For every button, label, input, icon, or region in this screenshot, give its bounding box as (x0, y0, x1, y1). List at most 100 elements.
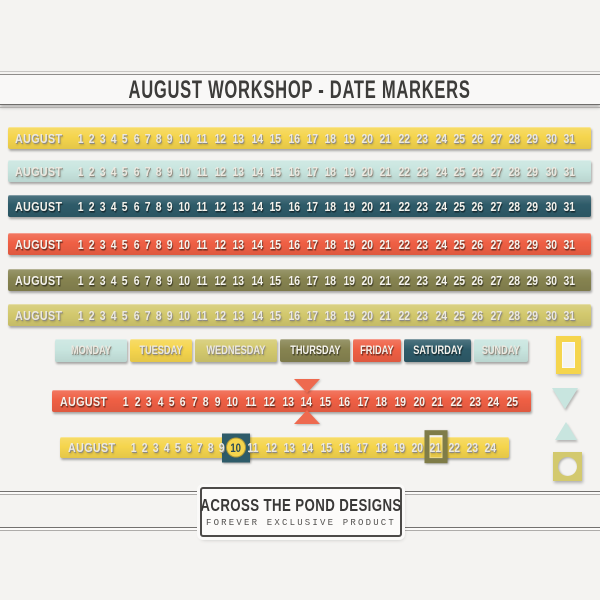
date-number: 4 (163, 440, 170, 455)
day-tag-tuesday: TUESDAY (130, 339, 192, 362)
date-number: 29 (526, 307, 539, 323)
brand-tagline: FOREVER EXCLUSIVE PRODUCT (205, 518, 397, 528)
date-number: 12 (262, 394, 276, 409)
date-number: 4 (110, 272, 117, 288)
date-number: 22 (447, 440, 461, 455)
date-number: 19 (392, 440, 406, 455)
date-number: 12 (214, 130, 227, 146)
date-number: 30 (545, 307, 557, 323)
date-number: 25 (453, 307, 465, 323)
date-number: 15 (318, 394, 332, 409)
day-tag-label: SATURDAY (412, 344, 463, 357)
date-number-text: 20 (411, 440, 424, 455)
date-number: 15 (269, 163, 282, 179)
date-number: 13 (281, 394, 295, 409)
date-number-text: 5 (168, 393, 175, 409)
date-number: 20 (361, 272, 374, 288)
bowtie-marker-top-icon (293, 378, 320, 393)
triangle-down-shape-icon (552, 388, 578, 409)
date-number: 3 (145, 394, 152, 409)
date-number: 21 (379, 236, 392, 252)
date-number: 10 (178, 130, 191, 146)
date-number: 24 (435, 272, 447, 288)
date-number: 16 (337, 394, 351, 409)
date-number: 5 (122, 236, 128, 252)
date-number: 28 (508, 236, 521, 252)
date-number: 23 (416, 272, 429, 288)
date-number: 4 (110, 198, 117, 214)
date-number: 28 (508, 163, 521, 179)
month-label: AUGUST (15, 236, 63, 252)
date-number-text: 7 (196, 440, 203, 455)
date-number: 31 (563, 307, 576, 323)
date-number: 18 (324, 236, 337, 252)
date-number-text: 22 (448, 440, 460, 455)
date-number: 20 (412, 394, 426, 409)
date-number: 30 (545, 130, 557, 146)
date-number: 31 (563, 163, 576, 179)
date-number: 12 (214, 198, 227, 214)
date-number: 29 (526, 198, 539, 214)
date-number: 23 (416, 163, 429, 179)
date-number-text: 24 (484, 440, 497, 455)
date-number: 6 (133, 307, 140, 323)
date-number: 28 (508, 272, 521, 288)
date-number: 30 (545, 236, 557, 252)
date-number-text: 11 (247, 440, 259, 455)
date-number: 27 (490, 307, 502, 323)
date-number: 26 (471, 236, 484, 252)
day-tag-label: TUESDAY (139, 344, 183, 357)
date-number-text: 9 (218, 440, 225, 455)
date-number: 10 (178, 198, 191, 214)
date-number-text: 23 (466, 440, 478, 455)
month-label: AUGUST (15, 163, 63, 179)
date-number: 8 (207, 440, 214, 455)
date-number: 15 (319, 440, 333, 455)
date-number: 21 (379, 272, 392, 288)
date-number: 7 (144, 272, 151, 288)
date-number: 3 (99, 198, 106, 214)
date-number: 31 (563, 272, 576, 288)
date-number: 11 (244, 394, 258, 409)
date-number-text: 6 (185, 440, 192, 455)
date-number: 9 (218, 440, 225, 455)
date-number: 7 (144, 236, 151, 252)
date-number: 9 (214, 394, 221, 409)
date-number-text: 13 (283, 440, 296, 455)
circle-square-marker-icon (221, 433, 250, 462)
month-label: AUGUST (15, 198, 63, 214)
date-number: 27 (490, 198, 502, 214)
date-number: 20 (361, 307, 374, 323)
date-number: 5 (122, 130, 128, 146)
month-label: AUGUST (15, 130, 63, 146)
date-number: 13 (232, 307, 245, 323)
date-number: 23 (468, 394, 482, 409)
date-number-text: 1 (130, 440, 137, 455)
date-number: 2 (88, 307, 95, 323)
day-tag-thursday: THURSDAY (280, 339, 350, 362)
date-number-text: 22 (450, 393, 463, 409)
date-number: 14 (251, 236, 263, 252)
day-tag-label: MONDAY (70, 344, 112, 357)
date-number: 26 (471, 130, 484, 146)
date-number: 1 (77, 272, 84, 288)
date-number: 18 (374, 440, 388, 455)
date-number-text: 14 (300, 393, 313, 409)
date-number-text: 5 (174, 440, 181, 455)
date-number: 22 (398, 163, 410, 179)
date-number: 12 (214, 236, 227, 252)
date-number: 21 (379, 198, 392, 214)
date-number: 2 (88, 198, 95, 214)
date-number: 14 (251, 130, 263, 146)
date-number: 15 (269, 198, 282, 214)
date-number: 15 (269, 130, 282, 146)
date-number: 4 (110, 307, 117, 323)
date-number: 5 (174, 440, 181, 455)
date-number: 15 (269, 236, 282, 252)
date-number: 22 (398, 130, 410, 146)
date-number: 24 (435, 163, 447, 179)
